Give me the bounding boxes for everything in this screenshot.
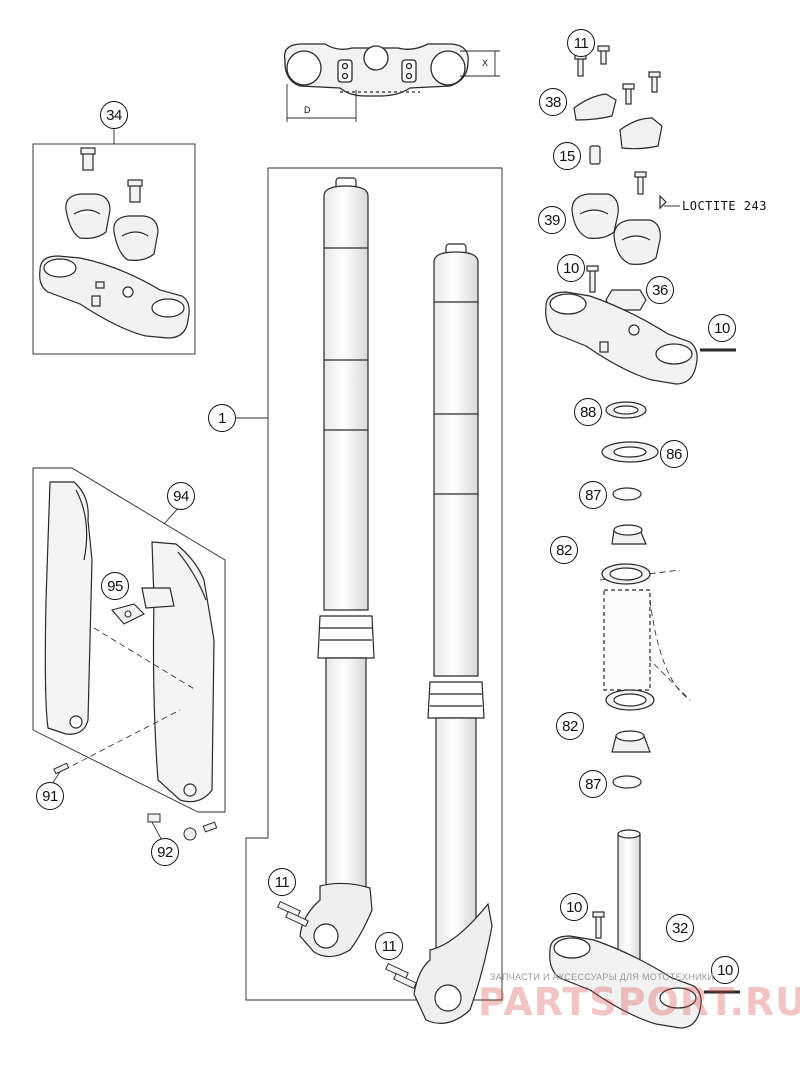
- dimension-d-label: D: [304, 105, 311, 115]
- fork-leg-right: [413, 243, 493, 1024]
- callout-10-right: 10: [708, 314, 736, 342]
- callout-10-lower: 10: [560, 893, 588, 921]
- dimension-lines: [286, 50, 500, 122]
- callout-87-bottom: 87: [579, 770, 607, 798]
- callout-95: 95: [101, 572, 129, 600]
- callout-10-top: 10: [557, 254, 585, 282]
- dimension-x-label: X: [482, 58, 489, 68]
- callout-11-top: 11: [567, 29, 595, 57]
- callout-91: 91: [36, 782, 64, 810]
- callout-1: 1: [208, 404, 236, 432]
- callout-94: 94: [167, 482, 195, 510]
- handlebar-clamp-parts: [571, 45, 667, 265]
- callout-38: 38: [539, 88, 567, 116]
- callout-11-right: 11: [375, 932, 403, 960]
- fork-guards-94: [44, 481, 215, 803]
- callout-86: 86: [660, 440, 688, 468]
- callout-92: 92: [151, 838, 179, 866]
- watermark-logo: PARTSPORT.RU: [478, 980, 800, 1024]
- callout-36: 36: [646, 276, 674, 304]
- screws-91-92: [53, 762, 218, 841]
- bolts-11-left: [277, 900, 309, 928]
- callout-82-bottom: 82: [556, 712, 584, 740]
- callout-11-left: 11: [268, 868, 296, 896]
- callout-32: 32: [666, 914, 694, 942]
- lower-triple-clamp-32: [549, 829, 740, 1029]
- callout-88: 88: [574, 398, 602, 426]
- clamp-95: [111, 603, 145, 625]
- triple-clamp-dimension-detail: [283, 43, 469, 97]
- callout-39: 39: [538, 206, 566, 234]
- callout-10-bottom: 10: [711, 956, 739, 984]
- fork-leg-left: [299, 177, 375, 958]
- bolts-11-right: [385, 962, 417, 990]
- callout-87-top: 87: [579, 481, 607, 509]
- loctite-label: LOCTITE 243: [682, 199, 767, 213]
- steering-bearing-parts: [601, 401, 659, 789]
- watermark-tagline: ЗАПЧАСТИ И АКСЕССУАРЫ ДЛЯ МОТОТЕХНИКИ: [490, 972, 715, 982]
- callout-15: 15: [553, 142, 581, 170]
- callout-82-top: 82: [550, 536, 578, 564]
- fork-assembly-frame: [245, 167, 503, 1001]
- triple-clamp-assembly-34: [39, 147, 190, 339]
- upper-triple-clamp: [545, 265, 736, 385]
- callout-34: 34: [100, 101, 128, 129]
- fork-guard-frame: [32, 467, 226, 813]
